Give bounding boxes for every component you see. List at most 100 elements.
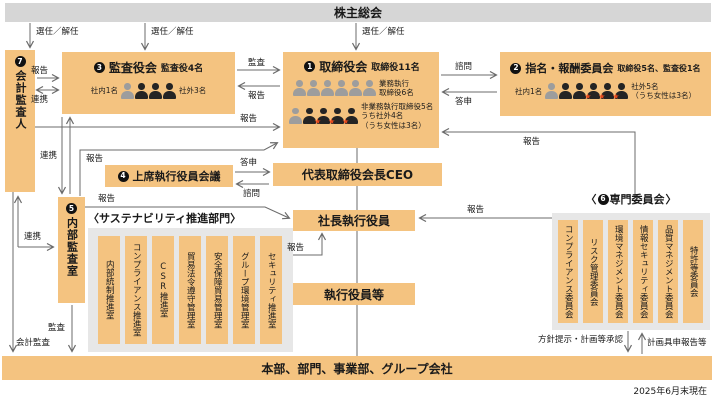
person-icon-black: [559, 83, 572, 100]
person-icon-gray: [349, 80, 362, 97]
edge-label-appoint-2: 選任／解任: [151, 27, 194, 37]
audit-board-outside-label: 社外3名: [179, 86, 207, 96]
board-count: 取締役11名: [371, 63, 420, 73]
female-star-icon: ★: [584, 92, 592, 102]
edge-label-consult-ceo-to-meeting: 諮問: [243, 189, 261, 199]
person-icon-gray: [545, 83, 558, 100]
edge-label-consult-board-to-committee: 諮問: [455, 62, 473, 72]
edge-label-report-sustainability-to-president: 報告: [287, 243, 305, 253]
number-badge-6: 6: [597, 193, 609, 205]
nomination-committee-count: 取締役5名、監査役1名: [617, 63, 701, 73]
edge-label-cooperate-auditor-auditboard: 連携: [31, 95, 49, 105]
edge-label-cooperate-auditboard-internalaudit: 連携: [40, 151, 58, 161]
executive-officers-box: 執行役員等: [293, 283, 415, 305]
shareholders-meeting-bar: 株主総会: [5, 3, 711, 22]
edge-label-report-committees-to-president: 報告: [467, 205, 485, 215]
person-icon-gray: [121, 83, 134, 99]
edge-label-report-auditor-to-auditboard: 報告: [31, 66, 49, 76]
person-icon-gray: [321, 80, 334, 97]
edge-label-audit-auditboard-to-board: 監査: [248, 58, 266, 68]
person-icon-black-star: ★: [612, 83, 628, 102]
sustainability-department-box: グループ環境管理室: [233, 236, 255, 344]
female-star-icon: ★: [328, 116, 336, 126]
person-icon-gray: [307, 80, 320, 97]
person-icon-black-star: ★: [584, 83, 600, 102]
bracket-open: 〈: [585, 193, 597, 206]
edge-label-report-internalaudit-to-board: 報告: [86, 154, 104, 164]
number-badge-2: 2: [510, 62, 522, 74]
edge-label-report-committees-to-board: 報告: [523, 137, 541, 147]
sustainability-department-box: CSR推進室: [152, 236, 174, 344]
edge-label-reply-meeting-to-ceo: 答申: [240, 158, 258, 168]
special-committee-box: コンプライアンス委員会: [558, 220, 578, 323]
number-badge-4: 4: [117, 170, 129, 182]
female-star-icon: ★: [314, 116, 322, 126]
special-committee-box: リスク管理委員会: [583, 220, 603, 323]
group-companies-bar: 本部、部門、事業部、グループ会社: [2, 356, 712, 380]
special-committee-box: 環境マネジメント委員会: [608, 220, 628, 323]
number-badge-7: 7: [14, 56, 26, 67]
president-executive-officer-box: 社長執行役員: [293, 210, 415, 231]
special-committee-box: 情報セキュリティ委員会: [633, 220, 653, 323]
accounting-auditor-box: 7 会計監査人: [5, 50, 35, 192]
special-committees-title-text: 専門委員会: [609, 193, 665, 206]
edge-label-account-audit: 会計監査: [16, 338, 51, 348]
nomination-committee-title: 指名・報酬委員会: [525, 62, 614, 75]
number-badge-1: 1: [304, 61, 316, 72]
special-committee-list: コンプライアンス委員会 リスク管理委員会 環境マネジメント委員会 情報セキュリテ…: [558, 220, 703, 323]
person-icon-black-star: ★: [342, 107, 358, 126]
person-icon-black: [163, 83, 176, 99]
nomination-committee-inside-label: 社内1名: [514, 86, 543, 96]
nomination-committee-person-icons: ★★★: [545, 83, 628, 102]
audit-board-count: 監査役4名: [160, 64, 204, 74]
sustainability-department-box: セキュリティ推進室: [260, 236, 282, 344]
president-executive-officer-label: 社長執行役員: [317, 214, 390, 228]
person-icon-black-star: ★: [328, 107, 344, 126]
number-badge-5: 5: [66, 203, 77, 214]
edge-label-plan-report: 計画具申報告等: [647, 338, 707, 348]
edge-label-appoint-1: 選任／解任: [36, 27, 79, 37]
person-icon-gray: [363, 80, 376, 97]
person-icon-black: [573, 83, 586, 100]
internal-audit-office-box: 5 内部監査室: [58, 197, 85, 303]
audit-board-box: 3 監査役会 監査役4名 社内1名 社外3名: [62, 52, 235, 114]
sustainability-section-title: 〈サステナビリティ推進部門〉: [88, 212, 242, 225]
nomination-committee-outside-label: 社外5名 （うち女性は3名）: [631, 82, 697, 101]
edge-label-reply-committee-to-board: 答申: [455, 97, 473, 107]
edge-label-report-auditor-to-board: 報告: [240, 114, 258, 124]
chairman-ceo-box: 代表取締役会長CEO: [273, 163, 442, 186]
number-badge-3: 3: [93, 62, 105, 73]
edge-label-report-internalaudit-to-president: 報告: [98, 194, 116, 204]
person-icon-gray: [335, 80, 348, 97]
board-nonexecutive-director-label: 非業務執行取締役5名 うち社外4名 （うち女性は3名）: [361, 101, 434, 130]
sustainability-department-box: 安全保障貿易管理室: [206, 236, 228, 344]
edge-label-report-board-to-auditboard: 報告: [248, 91, 266, 101]
person-icon-black: [149, 83, 162, 99]
female-star-icon: ★: [342, 116, 350, 126]
special-committees-panel: コンプライアンス委員会 リスク管理委員会 環境マネジメント委員会 情報セキュリテ…: [552, 213, 710, 330]
as-of-date-note: 2025年6月末現在: [633, 387, 707, 397]
person-icon-black-star: ★: [598, 83, 614, 101]
board-executive-director-label: 業務執行 取締役6名: [379, 79, 414, 98]
edge-label-appoint-3: 選任／解任: [362, 27, 405, 37]
board-of-directors-box: 1 取締役会 取締役11名 業務執行 取締役6名 ★ ★ ★ 非業務執行取締役5名 …: [283, 52, 439, 148]
audit-board-title: 監査役会: [108, 61, 157, 75]
board-title: 取締役会: [319, 60, 368, 74]
person-icon-black: [303, 107, 316, 124]
special-committee-box: 特許等委員会: [683, 220, 703, 323]
bracket-close: 〉: [665, 193, 677, 206]
edge-label-cooperate-auditor-internalaudit: 連携: [24, 232, 42, 242]
special-committees-title: 〈 6 専門委員会 〉: [552, 191, 710, 207]
person-icon-gray: [289, 107, 302, 124]
senior-executive-meeting-box: 4 上席執行役員会議: [105, 165, 233, 187]
special-committee-box: 品質マネジメント委員会: [658, 220, 678, 323]
executive-officers-label: 執行役員等: [323, 287, 384, 302]
board-nonexecutive-director-icons: ★ ★ ★: [289, 107, 358, 126]
edge-label-policy-approval: 方針提示・計画等承認: [538, 335, 624, 345]
chairman-ceo-label: 代表取締役会長CEO: [301, 168, 414, 182]
sustainability-department-list: 内部統制推進室 コンプライアンス推進室 CSR推進室 貿易法令遵守管理室 安全保…: [98, 236, 282, 344]
sustainability-panel: 内部統制推進室 コンプライアンス推進室 CSR推進室 貿易法令遵守管理室 安全保…: [88, 228, 293, 352]
female-star-icon: ★: [612, 92, 620, 102]
